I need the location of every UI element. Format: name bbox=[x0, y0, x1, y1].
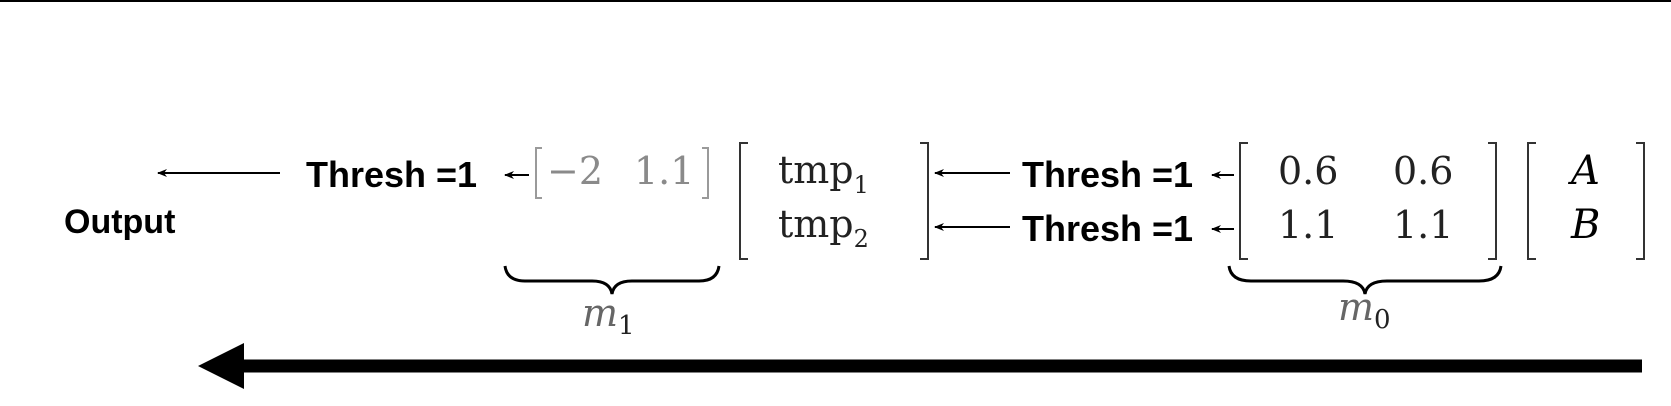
m1-label: m1 bbox=[582, 291, 635, 341]
m0-left-bracket bbox=[1239, 142, 1248, 260]
tmp-left-bracket bbox=[739, 142, 748, 260]
m0-right-bracket bbox=[1488, 142, 1497, 260]
thresh-label-hidden-2: Thresh =1 bbox=[1022, 208, 1193, 249]
m0-matrix: 0.6 0.6 1.1 1.1 bbox=[1239, 142, 1497, 260]
thresh-label-hidden-1: Thresh =1 bbox=[1022, 154, 1193, 195]
flow-arrow-head bbox=[198, 343, 244, 389]
m0-cell-1-2: 0.6 bbox=[1393, 149, 1453, 193]
tmp-entry-1: tmp1 bbox=[778, 148, 869, 199]
input-vector: A B bbox=[1527, 142, 1645, 260]
m0-cell-1-1: 0.6 bbox=[1278, 149, 1338, 193]
m1-left-bracket bbox=[535, 147, 542, 199]
m0-cell-2-1: 1.1 bbox=[1278, 203, 1338, 247]
m0-underbrace bbox=[1227, 265, 1503, 295]
input-right-bracket bbox=[1636, 142, 1645, 260]
input-b: B bbox=[1570, 202, 1600, 248]
input-a: A bbox=[1567, 148, 1600, 194]
tmp-right-bracket bbox=[920, 142, 929, 260]
m1-value-1: −2 bbox=[547, 149, 603, 193]
m0-cell-2-2: 1.1 bbox=[1393, 203, 1453, 247]
tmp-vector: tmp1 tmp2 bbox=[739, 142, 929, 260]
m1-vector: −2 1.1 bbox=[535, 147, 709, 199]
input-left-bracket bbox=[1527, 142, 1536, 260]
m1-underbrace bbox=[503, 265, 721, 295]
thresh-label-output: Thresh =1 bbox=[306, 154, 477, 195]
output-label: Output bbox=[64, 203, 175, 241]
tmp-entry-2: tmp2 bbox=[778, 202, 869, 253]
m1-value-2: 1.1 bbox=[634, 149, 694, 193]
m1-right-bracket bbox=[702, 147, 709, 199]
m0-label: m0 bbox=[1338, 285, 1391, 335]
